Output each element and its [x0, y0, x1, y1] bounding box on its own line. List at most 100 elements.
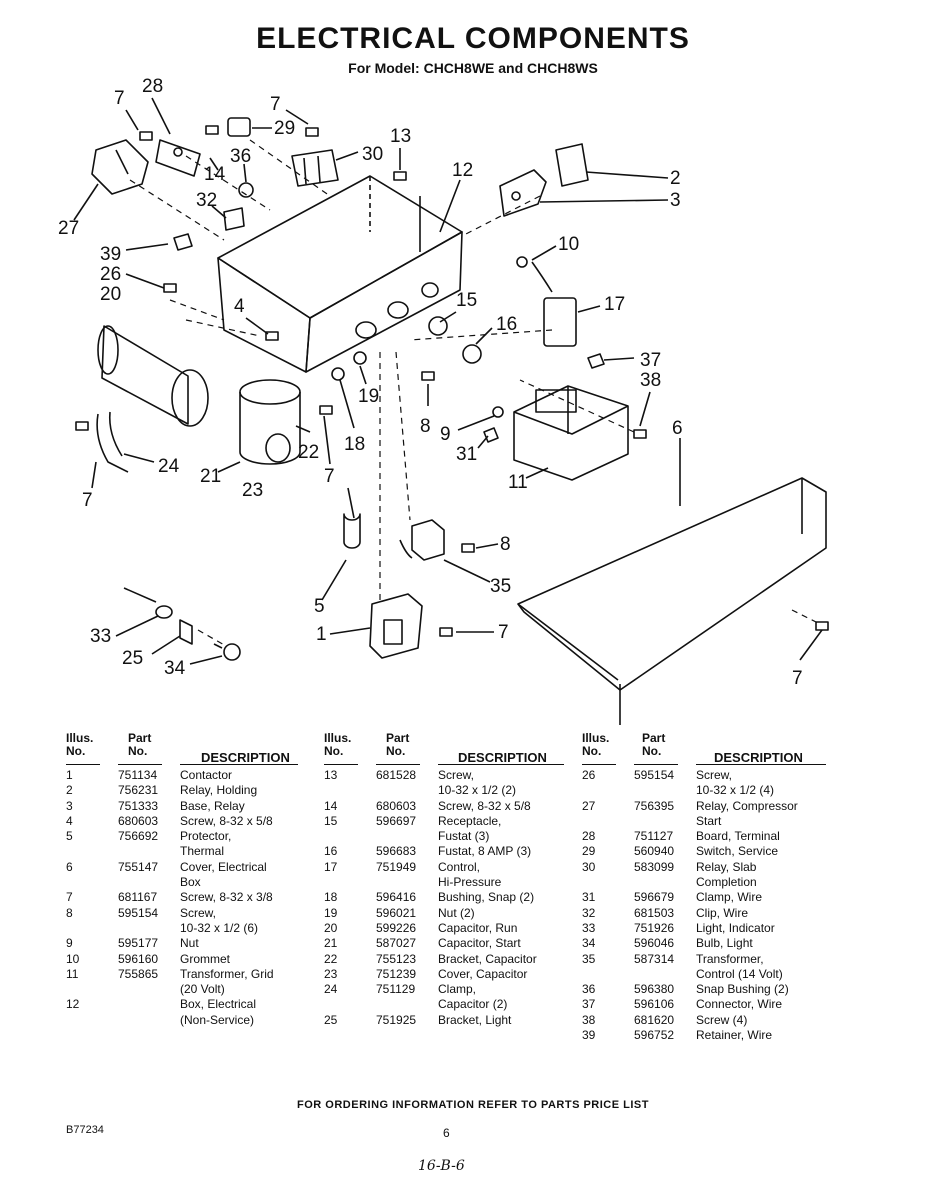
part-number: 583099: [634, 859, 675, 874]
callout-label: 28: [142, 76, 163, 97]
illus-number: 7: [66, 890, 73, 905]
part-description: Screw, 8-32 x 3/8: [180, 890, 273, 905]
part-description: Control,: [438, 859, 481, 874]
part-description: Clamp, Wire: [696, 890, 763, 905]
callout-label: 24: [158, 456, 180, 477]
part-description: Board, Terminal: [696, 829, 780, 844]
part-description: Box, Electrical: [180, 997, 257, 1012]
part-description: Snap Bushing (2): [696, 982, 789, 997]
part-description: Capacitor (2): [438, 997, 508, 1012]
callout-label: 6: [672, 418, 683, 439]
illus-number: 39: [582, 1028, 596, 1043]
illus-number: 31: [582, 890, 596, 905]
light-bulb: [213, 643, 241, 661]
ordering-footer: FOR ORDERING INFORMATION REFER TO PARTS …: [297, 1099, 649, 1111]
part-description: Receptacle,: [438, 813, 502, 828]
part-description: Transformer, Grid: [180, 966, 274, 981]
part-description: Fustat, 8 AMP (3): [438, 844, 532, 859]
part-description: Screw, 8-32 x 5/8: [180, 813, 273, 828]
part-number: 596160: [118, 951, 159, 966]
part-description: Fustat (3): [438, 829, 490, 844]
callout-label: 25: [122, 648, 143, 669]
grid-transformer: [513, 385, 629, 481]
part-number: 681503: [634, 905, 675, 920]
relay-base: [499, 169, 547, 217]
contactor: [369, 593, 423, 659]
part-description: Control (14 Volt): [696, 966, 783, 981]
illus-number: 35: [582, 951, 596, 966]
callout-label: 13: [390, 126, 411, 147]
part-number: 755147: [118, 859, 159, 874]
illus-number: 18: [324, 890, 338, 905]
part-number: 680603: [118, 813, 159, 828]
part-number: 681528: [376, 768, 417, 782]
part-description: Completion: [696, 875, 757, 890]
part-number: 596679: [634, 890, 675, 905]
illus-number: 25: [324, 1012, 338, 1027]
illus-number: 1: [66, 768, 73, 782]
part-number: 595154: [634, 768, 675, 782]
callout-label: 30: [362, 144, 383, 165]
illus-number: 34: [582, 936, 596, 951]
illus-number: 19: [324, 905, 338, 920]
part-description: Capacitor, Run: [438, 920, 518, 935]
callout-label: 10: [558, 234, 579, 255]
callout-label: 22: [298, 442, 319, 463]
callout-label: 39: [100, 244, 121, 265]
part-description: 10-32 x 1/2 (2): [438, 783, 517, 798]
callout-label: 12: [452, 160, 473, 181]
illus-number: 10: [66, 951, 80, 966]
part-description: Capacitor, Start: [438, 936, 521, 951]
part-number: 596021: [376, 905, 417, 920]
illus-number: 30: [582, 859, 596, 874]
illus-number: 16: [324, 844, 338, 859]
callout-label: 7: [82, 490, 93, 511]
part-description: Relay, Slab: [696, 859, 757, 874]
part-description: Connector, Wire: [696, 997, 783, 1012]
illus-number: 37: [582, 997, 596, 1012]
callout-label: 34: [164, 658, 186, 679]
illus-number: 24: [324, 982, 338, 997]
callout-label: 32: [196, 190, 217, 211]
illus-number: 26: [582, 768, 596, 782]
service-switch: [227, 117, 251, 137]
callout-label: 29: [274, 118, 295, 139]
part-number: 599226: [376, 920, 417, 935]
callout-label: 1: [316, 624, 327, 645]
illus-number: 21: [324, 936, 338, 951]
part-description: Cover, Electrical: [180, 859, 267, 874]
callout-label: 9: [440, 424, 451, 445]
part-description: Hi-Pressure: [438, 875, 502, 890]
callout-leaders: [73, 97, 823, 665]
callout-label: 7: [114, 88, 125, 109]
illus-number: 23: [324, 966, 338, 981]
description-header: DESCRIPTION: [201, 750, 290, 765]
part-description: Switch, Service: [696, 844, 779, 859]
part-number: 751134: [118, 768, 158, 782]
illus-number: 3: [66, 798, 73, 813]
part-description: Grommet: [180, 951, 231, 966]
part-description: Contactor: [180, 768, 233, 782]
callout-label: 16: [496, 314, 517, 335]
thermal-protector: [343, 487, 361, 549]
handwritten-note: 16-B-6: [418, 1158, 465, 1174]
callout-label: 11: [508, 472, 528, 493]
part-description: Bulb, Light: [696, 936, 753, 951]
part-number: 751926: [634, 920, 675, 935]
illus-header: Illus.No.: [582, 731, 610, 758]
illus-number: 32: [582, 905, 596, 920]
part-number: 587314: [634, 951, 675, 966]
terminal-board: [155, 139, 201, 177]
part-number: 751127: [634, 829, 674, 844]
part-description: Protector,: [180, 829, 232, 844]
part-number: 587027: [376, 936, 417, 951]
part-number: 596106: [634, 997, 675, 1012]
part-description: Screw, 8-32 x 5/8: [438, 798, 531, 813]
illus-number: 4: [66, 813, 73, 828]
part-number: 756395: [634, 798, 675, 813]
callout-label: 8: [500, 534, 511, 555]
part-description: Retainer, Wire: [696, 1028, 773, 1043]
part-number: 751925: [376, 1012, 417, 1027]
part-description: Screw (4): [696, 1012, 748, 1027]
